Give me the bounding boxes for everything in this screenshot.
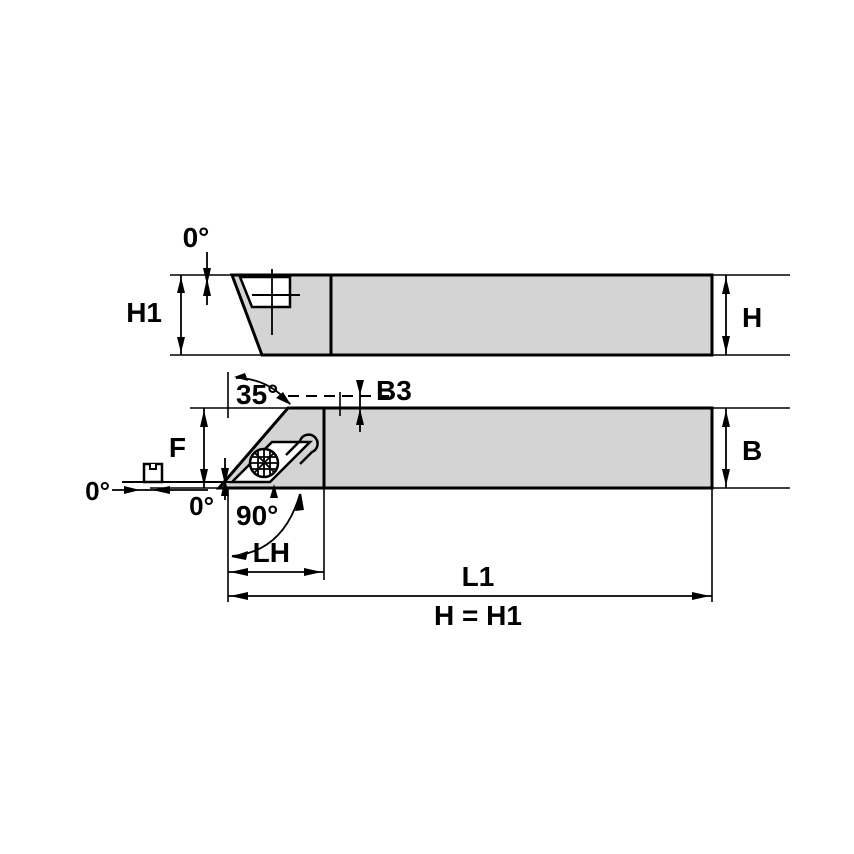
side-view-group: H1 0° H: [126, 222, 790, 357]
top-view-clamp-arm: [285, 433, 319, 465]
angle-lower-0-arrow-down: [221, 468, 229, 485]
label-h: H: [742, 302, 762, 333]
note-h-equals-h1: H = H1: [434, 600, 522, 631]
label-angle-lower-0: 0°: [189, 491, 214, 521]
f-arrow-bottom: [200, 469, 208, 486]
label-angle-top-0: 0°: [183, 222, 210, 253]
b3-arrow-top: [356, 380, 364, 395]
f-arrow-top: [200, 410, 208, 427]
b3-arrow-bottom: [356, 409, 364, 425]
angle-top-0-arrow-up: [203, 278, 211, 296]
b-arrow-top: [722, 410, 730, 427]
h1-arrow-bottom: [177, 337, 185, 353]
label-f: F: [169, 432, 186, 463]
h1-arrow-top: [177, 277, 185, 293]
insert-symbol-icon: [142, 462, 164, 484]
angle-lower-0-arrow-up: [221, 478, 229, 496]
angle-left-0-arrow-left: [152, 486, 170, 494]
top-view-clamp-screw-icon: [248, 447, 280, 479]
lh-arrow-left: [230, 568, 248, 576]
label-lh: LH: [253, 537, 290, 568]
label-angle-left-0: 0°: [85, 476, 110, 506]
angle-top-0-arrow-down: [203, 268, 211, 285]
lh-arrow-right: [304, 568, 322, 576]
label-b3: B3: [376, 375, 412, 406]
side-view-insert-top-step: [289, 277, 300, 296]
l1-arrow-left: [230, 592, 248, 600]
h-arrow-top: [722, 277, 730, 294]
top-view-group: B3 35° F 0°: [85, 372, 790, 560]
label-angle-90: 90°: [236, 500, 278, 531]
angle-90-arrow-bottom: [231, 551, 248, 560]
label-h1: H1: [126, 297, 162, 328]
angle-35-arrow-right: [276, 392, 291, 405]
label-b: B: [742, 435, 762, 466]
l1-arrow-right: [692, 592, 710, 600]
side-view-shank-body: [229, 273, 714, 357]
label-angle-35: 35°: [236, 379, 278, 410]
b-arrow-bottom: [722, 469, 730, 486]
top-view-insert-tick-arrow: [270, 484, 278, 498]
angle-35-arrow-left: [234, 373, 248, 381]
angle-90-arrow-top: [295, 493, 304, 511]
angle-left-0-arrow-right: [124, 486, 140, 494]
h-arrow-bottom: [722, 336, 730, 353]
bottom-dimensions-group: LH L1 H = H1: [227, 488, 713, 631]
label-l1: L1: [462, 561, 495, 592]
